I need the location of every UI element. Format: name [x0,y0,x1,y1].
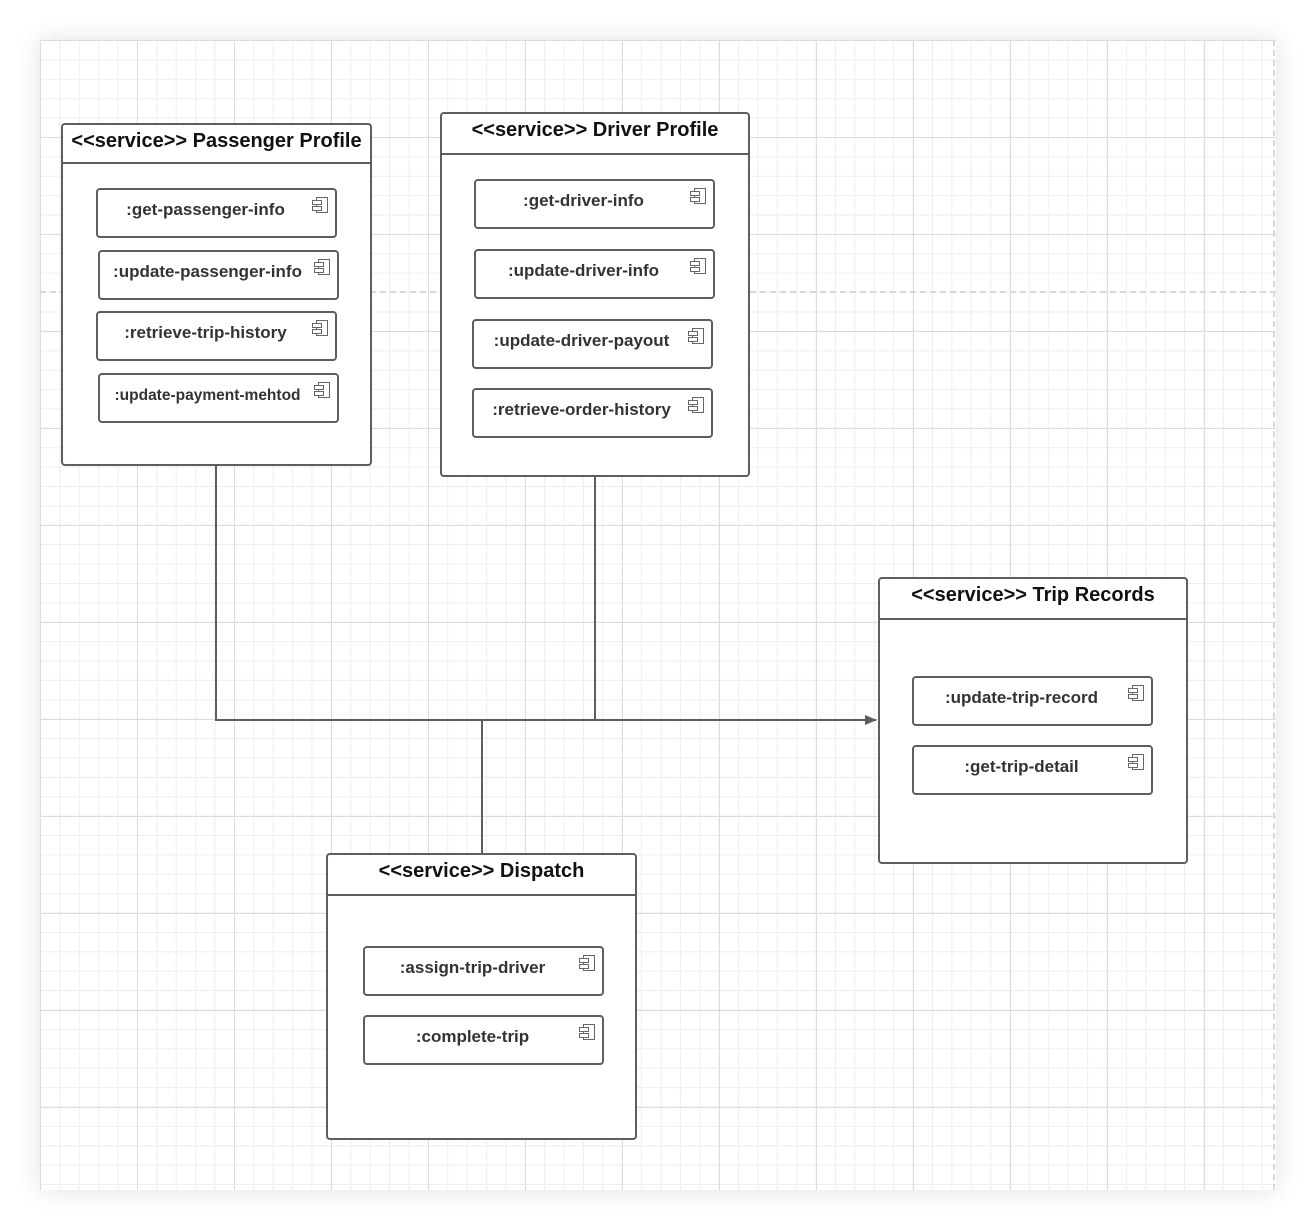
component-icon [688,397,704,413]
component-label: :get-driver-info [523,191,644,210]
component-label: :get-passenger-info [126,200,285,219]
component-icon [312,320,328,336]
component-icon [688,328,704,344]
component-label: :update-payment-mehtod [114,387,301,404]
component-icon [312,197,328,213]
component-icon [314,382,330,398]
component-icon [690,188,706,204]
component-update-passenger-info[interactable]: :update-passenger-info [98,250,339,300]
component-label: :update-driver-info [507,261,660,280]
service-title: <<service>> Trip Records [880,579,1186,620]
component-icon [1128,754,1144,770]
component-icon [690,258,706,274]
component-label: :complete-trip [415,1027,530,1046]
component-icon [1128,685,1144,701]
service-driver-profile[interactable]: <<service>> Driver Profile :get-driver-i… [440,112,750,477]
component-get-passenger-info[interactable]: :get-passenger-info [96,188,337,238]
service-title: <<service>> Driver Profile [442,114,748,155]
component-update-driver-info[interactable]: :update-driver-info [474,249,715,299]
component-label: :update-trip-record [945,688,1098,707]
service-passenger-profile[interactable]: <<service>> Passenger Profile :get-passe… [61,123,372,466]
component-icon [579,1024,595,1040]
component-update-payment-method[interactable]: :update-payment-mehtod [98,373,339,423]
service-dispatch[interactable]: <<service>> Dispatch :assign-trip-driver… [326,853,637,1140]
component-icon [579,955,595,971]
component-label: :get-trip-detail [964,757,1079,776]
service-title: <<service>> Dispatch [328,855,635,896]
component-update-driver-payout[interactable]: :update-driver-payout [472,319,713,369]
connector-passenger-trip [215,465,877,725]
component-get-trip-detail[interactable]: :get-trip-detail [912,745,1153,795]
component-get-driver-info[interactable]: :get-driver-info [474,179,715,229]
component-label: :update-driver-payout [493,331,670,350]
component-label: :retrieve-trip-history [124,323,287,342]
component-retrieve-order-history[interactable]: :retrieve-order-history [472,388,713,438]
component-label: :retrieve-order-history [492,400,671,419]
component-label: :assign-trip-driver [399,958,546,977]
page-break-vertical [1273,40,1275,1190]
component-retrieve-trip-history[interactable]: :retrieve-trip-history [96,311,337,361]
component-update-trip-record[interactable]: :update-trip-record [912,676,1153,726]
component-icon [314,259,330,275]
component-label: :update-passenger-info [113,262,302,281]
component-complete-trip[interactable]: :complete-trip [363,1015,604,1065]
service-trip-records[interactable]: <<service>> Trip Records :update-trip-re… [878,577,1188,864]
service-title: <<service>> Passenger Profile [63,125,370,164]
component-assign-trip-driver[interactable]: :assign-trip-driver [363,946,604,996]
